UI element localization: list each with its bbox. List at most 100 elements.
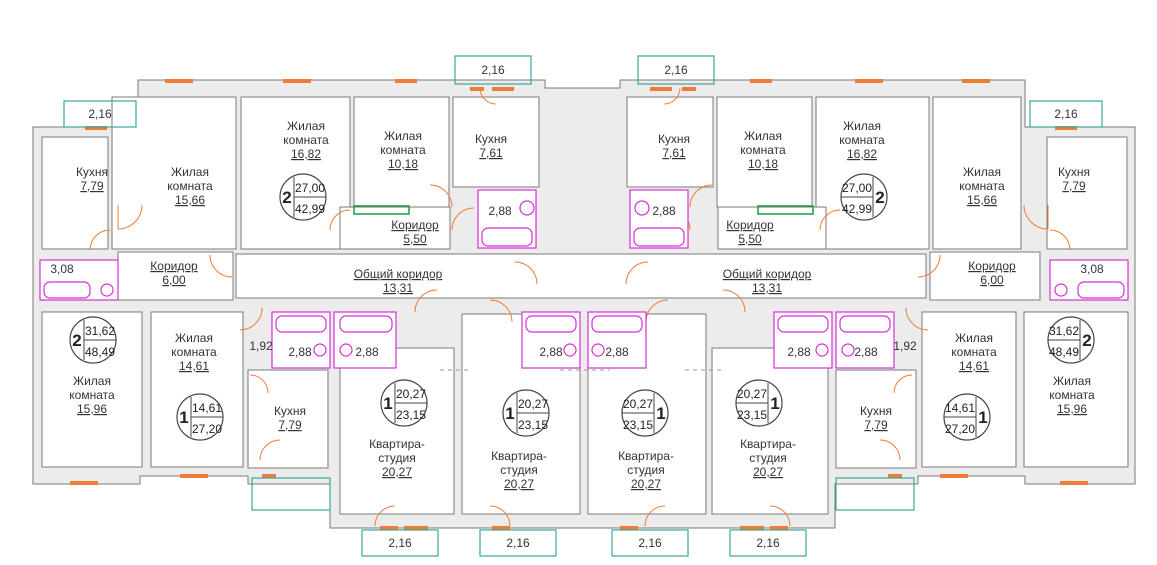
badge-total-area: 23,15 xyxy=(737,408,767,422)
room-name: Жилая xyxy=(1053,374,1091,388)
apartment-badge: 1 14,61 27,20 xyxy=(176,393,224,441)
small-room-area: 2,88 xyxy=(288,345,312,359)
room-name: Жилая xyxy=(175,331,213,345)
room-name: Жилая xyxy=(843,119,881,133)
room-name: Кухня xyxy=(274,404,306,418)
room-name: студия xyxy=(500,463,537,477)
room-area: 5,50 xyxy=(738,232,762,246)
badge-rooms: 1 xyxy=(978,408,987,427)
badge-living-area: 14,61 xyxy=(192,401,222,415)
badge-total-area: 27,20 xyxy=(945,422,975,436)
small-room-area: 1,92 xyxy=(893,339,917,353)
room-name: Коридор xyxy=(391,218,439,232)
room-name: Жилая xyxy=(744,129,782,143)
small-room-area: 2,88 xyxy=(355,345,379,359)
badge-rooms: 1 xyxy=(505,404,514,423)
badge-living-area: 20,27 xyxy=(396,387,426,401)
badge-total-area: 42,99 xyxy=(295,202,325,216)
room-name: студия xyxy=(749,451,786,465)
small-room-area: 2,88 xyxy=(854,345,878,359)
room-area: 20,27 xyxy=(504,477,534,491)
badge-rooms: 1 xyxy=(179,408,188,427)
room-area: 15,66 xyxy=(175,193,205,207)
small-room-area: 3,08 xyxy=(50,262,74,276)
balconies: 2,16 2,16 2,16 2,16 2,16 2,16 2,16 2,16 xyxy=(63,55,1103,557)
small-room-area: 2,88 xyxy=(488,204,512,218)
badge-living-area: 27,00 xyxy=(842,181,872,195)
room-name: комната xyxy=(1049,388,1095,402)
badge-rooms: 2 xyxy=(282,188,291,207)
room-name: комната xyxy=(167,179,213,193)
badge-total-area: 48,49 xyxy=(85,345,115,359)
room-name: комната xyxy=(740,143,786,157)
room-name: Жилая xyxy=(963,165,1001,179)
room-name: Кухня xyxy=(475,132,507,146)
badge-rooms: 1 xyxy=(656,404,665,423)
corridor-area: 13,31 xyxy=(383,281,413,295)
room-area: 7,79 xyxy=(1062,179,1086,193)
corridor-area: 13,31 xyxy=(752,281,782,295)
badge-rooms: 2 xyxy=(875,188,884,207)
badge-total-area: 48,49 xyxy=(1049,345,1079,359)
balcony-width: 2,16 xyxy=(664,63,688,77)
room-area: 16,82 xyxy=(847,147,877,161)
room-area: 15,96 xyxy=(1057,402,1087,416)
balcony: 2,16 xyxy=(729,529,807,557)
room-name: студия xyxy=(627,463,664,477)
balcony: 2,16 xyxy=(361,529,439,557)
balcony: 2,16 xyxy=(479,529,557,557)
room-area: 20,27 xyxy=(631,477,661,491)
balcony xyxy=(251,477,331,511)
room-name: Коридор xyxy=(726,218,774,232)
badge-total-area: 23,15 xyxy=(396,408,426,422)
room-area: 7,79 xyxy=(864,418,888,432)
balcony-width: 2,16 xyxy=(481,63,505,77)
room-name: Жилая xyxy=(73,374,111,388)
room-name: комната xyxy=(283,133,329,147)
balcony-width: 2,16 xyxy=(88,107,112,121)
badge-total-area: 27,20 xyxy=(192,422,222,436)
small-room-area: 1,92 xyxy=(249,339,273,353)
balcony: 2,16 xyxy=(63,100,137,128)
badge-living-area: 20,27 xyxy=(623,397,653,411)
doors xyxy=(89,87,1071,527)
room-area: 10,18 xyxy=(388,157,418,171)
room-name: Жилая xyxy=(287,119,325,133)
room-name: комната xyxy=(959,179,1005,193)
small-room-area: 2,88 xyxy=(652,204,676,218)
balcony xyxy=(835,477,915,511)
room-name: Кухня xyxy=(658,132,690,146)
windows xyxy=(70,79,1088,530)
balcony-width: 2,16 xyxy=(388,536,412,550)
badge-rooms: 2 xyxy=(72,331,81,350)
room-area: 7,79 xyxy=(278,418,302,432)
balcony-width: 2,16 xyxy=(756,536,780,550)
radiators xyxy=(353,205,814,215)
room-name: Кухня xyxy=(76,165,108,179)
